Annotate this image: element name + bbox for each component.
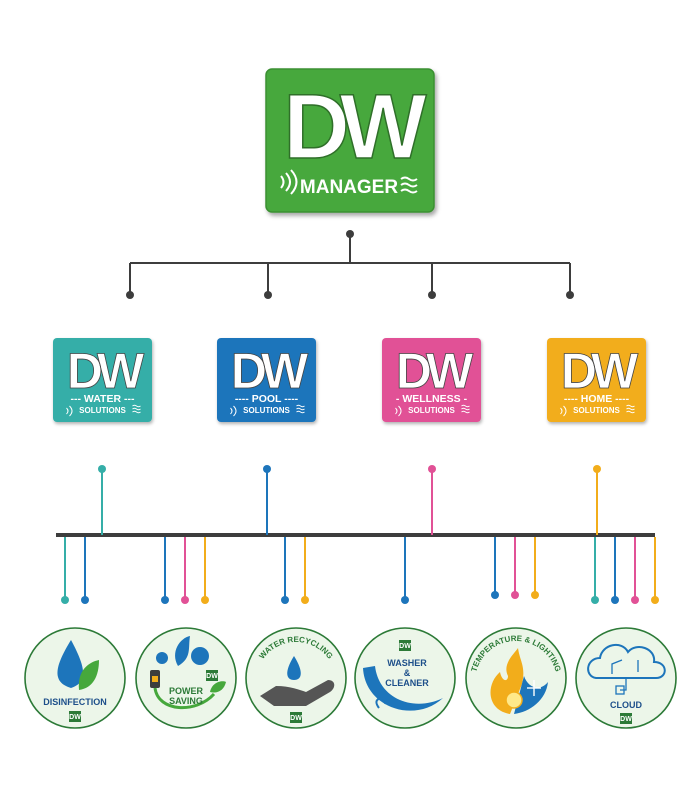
module-disinfection-links bbox=[61, 537, 89, 604]
division-pool-logo: DW bbox=[231, 343, 309, 399]
module-washer-cleaner-links bbox=[401, 537, 409, 604]
division-wellness-logo: DW bbox=[396, 343, 474, 399]
division-home-name: ---- HOME ---- bbox=[564, 393, 630, 405]
waves-icon bbox=[461, 404, 470, 414]
tree-nodes bbox=[126, 230, 574, 299]
plug-splash-icon bbox=[150, 636, 226, 709]
module-power-saving-links bbox=[161, 537, 209, 604]
module-washer-cleaner: DW WASHER&CLEANER bbox=[354, 627, 456, 729]
manager-label: MANAGER bbox=[300, 177, 398, 198]
division-home-link bbox=[593, 465, 601, 535]
waves-icon bbox=[296, 404, 305, 414]
manager-badge-bg bbox=[265, 68, 435, 213]
module-label-line2: & bbox=[404, 668, 411, 678]
module-label: CLOUD bbox=[610, 700, 642, 710]
module-temperature-lighting-links bbox=[491, 537, 539, 599]
division-pool-sub: SOLUTIONS bbox=[243, 406, 290, 415]
module-water-recycling-links bbox=[281, 537, 309, 604]
module-label-line2: SAVING bbox=[169, 696, 203, 706]
drop-leaf-icon bbox=[57, 640, 99, 690]
division-home-bg bbox=[547, 338, 646, 422]
module-logo: DW bbox=[290, 712, 302, 723]
division-wellness-link bbox=[428, 465, 436, 535]
division-wellness-name: - WELLNESS - bbox=[396, 393, 468, 405]
module-logo: DW bbox=[620, 713, 632, 724]
hand-drop-icon bbox=[260, 656, 335, 706]
wifi-icon bbox=[395, 405, 402, 417]
module-logo: DW bbox=[399, 640, 411, 651]
module-label-line1: WASHER bbox=[387, 658, 427, 668]
division-pool-link bbox=[263, 465, 271, 535]
manager-logo: DW bbox=[283, 76, 426, 178]
svg-text:DW: DW bbox=[620, 716, 632, 723]
connection-lines bbox=[61, 465, 659, 604]
module-logo: DW bbox=[206, 670, 218, 681]
cloud-circuit-icon bbox=[587, 643, 666, 695]
module-logo: DW bbox=[69, 711, 81, 722]
swirl-icon bbox=[363, 666, 443, 711]
division-wellness-bg bbox=[382, 338, 481, 422]
module-label-line1: POWER bbox=[169, 686, 204, 696]
flame-snow-bulb-icon bbox=[490, 648, 548, 714]
svg-text:DW: DW bbox=[290, 715, 302, 722]
wifi-icon bbox=[66, 405, 73, 417]
waves-icon bbox=[132, 404, 141, 414]
waves-icon bbox=[626, 404, 635, 414]
division-water-sub: SOLUTIONS bbox=[79, 406, 126, 415]
division-water-name: --- WATER --- bbox=[71, 393, 135, 405]
module-label: DISINFECTION bbox=[43, 697, 107, 707]
module-cloud-links bbox=[591, 537, 659, 604]
division-home: DW---- HOME ----SOLUTIONS bbox=[547, 338, 646, 422]
svg-text:DW: DW bbox=[69, 714, 81, 721]
tree-connector bbox=[129, 234, 571, 295]
waves-icon bbox=[400, 176, 418, 194]
division-water-link bbox=[98, 465, 106, 535]
wifi-icon bbox=[560, 405, 567, 417]
division-pool: DW---- POOL ----SOLUTIONS bbox=[217, 338, 316, 422]
division-water: DW--- WATER ---SOLUTIONS bbox=[53, 338, 152, 422]
svg-text:DW: DW bbox=[399, 643, 411, 650]
division-pool-name: ---- POOL ---- bbox=[235, 393, 299, 405]
wifi-icon bbox=[230, 405, 237, 417]
division-wellness-sub: SOLUTIONS bbox=[408, 406, 455, 415]
division-water-logo: DW bbox=[67, 343, 145, 399]
division-wellness: DW- WELLNESS -SOLUTIONS bbox=[382, 338, 481, 422]
division-home-sub: SOLUTIONS bbox=[573, 406, 620, 415]
division-water-bg bbox=[53, 338, 152, 422]
division-pool-bg bbox=[217, 338, 316, 422]
module-label-line3: CLEANER bbox=[385, 678, 429, 688]
division-home-logo: DW bbox=[561, 343, 639, 399]
module-cloud: CLOUD DW bbox=[575, 627, 677, 729]
svg-text:DW: DW bbox=[206, 673, 218, 680]
module-disinfection: DISINFECTION DW bbox=[24, 627, 126, 729]
wifi-icon bbox=[280, 169, 298, 195]
manager-badge bbox=[265, 68, 435, 213]
module-temperature-lighting: TEMPERATURE & LIGHTING bbox=[465, 627, 567, 729]
